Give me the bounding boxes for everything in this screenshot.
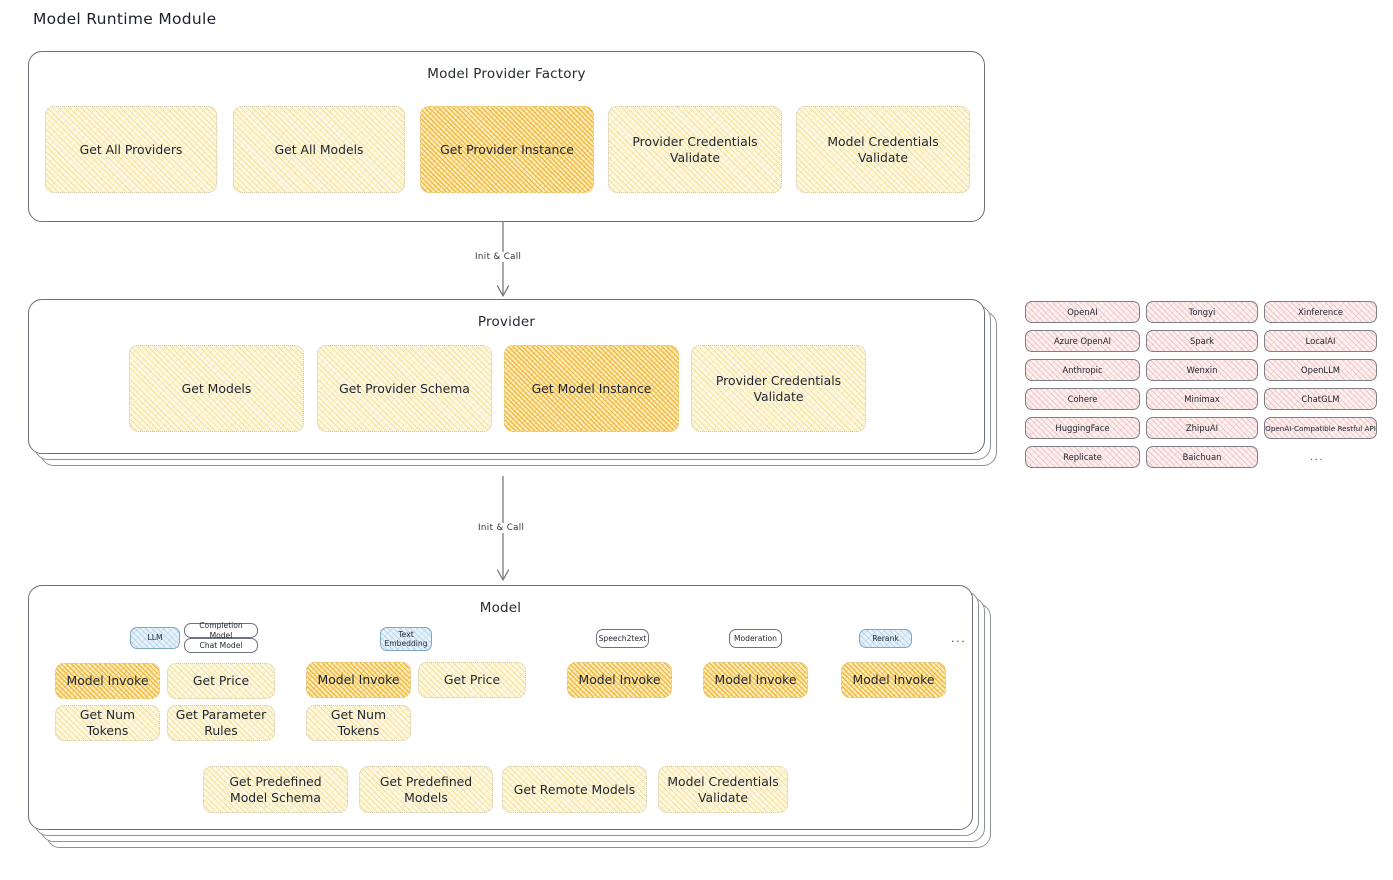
llm-action-get-price[interactable]: Get Price xyxy=(167,663,275,699)
model-provider-factory-title: Model Provider Factory xyxy=(427,66,586,82)
model-title: Model xyxy=(479,600,522,616)
model-common-get-remote-models[interactable]: Get Remote Models xyxy=(502,766,647,813)
model-type-chip-text-embedding[interactable]: Text Embedding xyxy=(380,627,432,651)
arrow-label-init-and-call-2: Init & Call xyxy=(474,523,529,533)
text-embedding-action-get-price[interactable]: Get Price xyxy=(418,662,526,698)
provider-chip-wenxin[interactable]: Wenxin xyxy=(1146,359,1258,381)
provider-chip-minimax[interactable]: Minimax xyxy=(1146,388,1258,410)
model-type-chip-speech2text[interactable]: Speech2text xyxy=(596,629,649,648)
model-type-chip-rerank[interactable]: Rerank xyxy=(859,629,912,648)
provider-chip-openai[interactable]: OpenAI xyxy=(1025,301,1140,323)
model-panel: Model xyxy=(28,585,973,830)
provider-title: Provider xyxy=(477,314,536,330)
model-types-ellipsis: ... xyxy=(951,632,967,645)
provider-chip-azure-openai[interactable]: Azure OpenAI xyxy=(1025,330,1140,352)
model-subtype-chip-chat-model[interactable]: Chat Model xyxy=(184,638,258,653)
model-type-chip-llm[interactable]: LLM xyxy=(130,627,180,649)
model-common-model-credentials-validate[interactable]: Model Credentials Validate xyxy=(658,766,788,813)
provider-chip-cohere[interactable]: Cohere xyxy=(1025,388,1140,410)
provider-box-get-provider-schema[interactable]: Get Provider Schema xyxy=(317,345,492,432)
text-embedding-action-get-num-tokens[interactable]: Get Num Tokens xyxy=(306,705,411,741)
arrow-label-init-and-call-1: Init & Call xyxy=(471,252,526,262)
llm-action-model-invoke[interactable]: Model Invoke xyxy=(55,663,160,699)
provider-chip-spark[interactable]: Spark xyxy=(1146,330,1258,352)
model-subtype-chip-completion-model[interactable]: Completion Model xyxy=(184,621,258,640)
arrow-factory-to-provider xyxy=(496,222,510,297)
provider-chip-xinference[interactable]: Xinference xyxy=(1264,301,1377,323)
provider-list-ellipsis: ... xyxy=(1310,452,1325,463)
model-common-get-predefined-models[interactable]: Get Predefined Models xyxy=(359,766,493,813)
speech2text-action-model-invoke[interactable]: Model Invoke xyxy=(567,662,672,698)
provider-box-provider-credentials-validate[interactable]: Provider Credentials Validate xyxy=(691,345,866,432)
provider-chip-tongyi[interactable]: Tongyi xyxy=(1146,301,1258,323)
llm-action-get-parameter-rules[interactable]: Get Parameter Rules xyxy=(167,705,275,741)
text-embedding-action-model-invoke[interactable]: Model Invoke xyxy=(306,662,411,698)
provider-chip-huggingface[interactable]: HuggingFace xyxy=(1025,417,1140,439)
factory-box-provider-credentials-validate[interactable]: Provider Credentials Validate xyxy=(608,106,782,193)
page-title: Model Runtime Module xyxy=(33,10,217,28)
factory-box-model-credentials-validate[interactable]: Model Credentials Validate xyxy=(796,106,970,193)
model-type-chip-moderation[interactable]: Moderation xyxy=(729,629,782,648)
rerank-action-model-invoke[interactable]: Model Invoke xyxy=(841,662,946,698)
provider-chip-replicate[interactable]: Replicate xyxy=(1025,446,1140,468)
provider-box-get-models[interactable]: Get Models xyxy=(129,345,304,432)
provider-chip-zhipuai[interactable]: ZhipuAI xyxy=(1146,417,1258,439)
moderation-action-model-invoke[interactable]: Model Invoke xyxy=(703,662,808,698)
factory-box-get-provider-instance[interactable]: Get Provider Instance xyxy=(420,106,594,193)
provider-chip-localai[interactable]: LocalAI xyxy=(1264,330,1377,352)
factory-box-get-all-providers[interactable]: Get All Providers xyxy=(45,106,217,193)
provider-chip-baichuan[interactable]: Baichuan xyxy=(1146,446,1258,468)
provider-chip-openai-compatible-restful-api[interactable]: OpenAI-Compatible Restful API xyxy=(1264,417,1377,439)
provider-chip-anthropic[interactable]: Anthropic xyxy=(1025,359,1140,381)
provider-chip-chatglm[interactable]: ChatGLM xyxy=(1264,388,1377,410)
provider-chip-openllm[interactable]: OpenLLM xyxy=(1264,359,1377,381)
model-common-get-predefined-model-schema[interactable]: Get Predefined Model Schema xyxy=(203,766,348,813)
factory-box-get-all-models[interactable]: Get All Models xyxy=(233,106,405,193)
provider-box-get-model-instance[interactable]: Get Model Instance xyxy=(504,345,679,432)
llm-action-get-num-tokens[interactable]: Get Num Tokens xyxy=(55,705,160,741)
